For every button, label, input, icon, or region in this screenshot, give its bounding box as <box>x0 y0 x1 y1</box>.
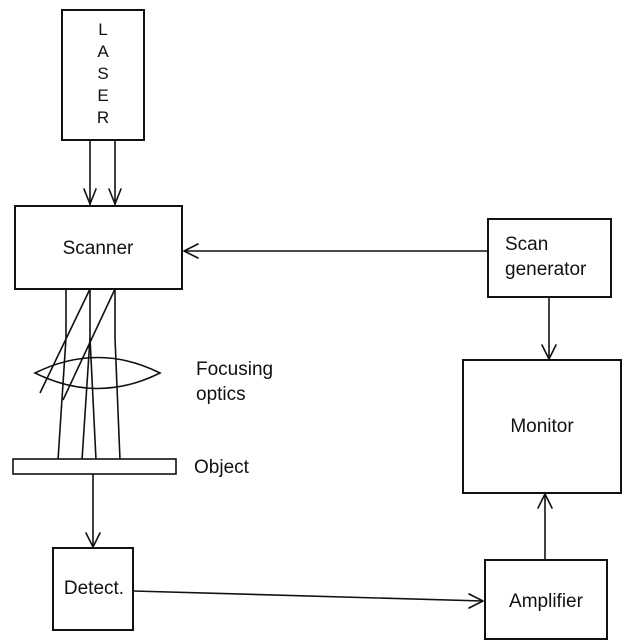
focusing-optics-label-line2: optics <box>196 384 246 405</box>
laser-letter-s: S <box>97 64 108 83</box>
scan-generator-block: Scan generator <box>487 218 612 298</box>
object-slab <box>12 458 177 475</box>
scan-generator-box <box>487 218 612 298</box>
amplifier-box <box>484 559 608 640</box>
arrow-scan-generator-to-scanner <box>183 243 488 259</box>
arrow-amplifier-to-monitor <box>537 493 553 560</box>
scanner-block: Scanner <box>14 205 183 290</box>
scan-beams <box>39 288 121 461</box>
laser-letter-a: A <box>97 42 109 61</box>
scanner-label: Scanner <box>63 238 134 259</box>
object-label: Object <box>194 457 250 478</box>
lens-shape <box>33 356 162 390</box>
detector-box <box>52 547 134 631</box>
scan-generator-label-line2: generator <box>505 259 587 280</box>
scanner-box <box>14 205 183 290</box>
laser-letter-r: R <box>97 108 109 127</box>
arrow-object-to-detector <box>85 474 101 548</box>
scan-generator-label-line1: Scan <box>505 234 548 255</box>
amplifier-label: Amplifier <box>509 591 584 612</box>
detector-block: Detect. <box>52 547 134 631</box>
monitor-box <box>462 359 622 494</box>
object-block: Object <box>12 457 250 478</box>
laser-box <box>61 9 145 141</box>
laser-letter-l: L <box>98 20 107 39</box>
monitor-block: Monitor <box>462 359 622 494</box>
focusing-lens <box>33 356 162 390</box>
laser-beams <box>83 140 122 205</box>
focusing-optics-label-line1: Focusing <box>196 359 273 380</box>
arrow-scan-generator-to-monitor <box>541 297 557 360</box>
monitor-label: Monitor <box>510 416 574 437</box>
amplifier-block: Amplifier <box>484 559 608 640</box>
detector-label: Detect. <box>64 578 124 599</box>
laser-block: L A S E R <box>61 9 145 141</box>
arrow-detector-to-amplifier <box>132 590 484 609</box>
laser-letter-e: E <box>97 86 108 105</box>
